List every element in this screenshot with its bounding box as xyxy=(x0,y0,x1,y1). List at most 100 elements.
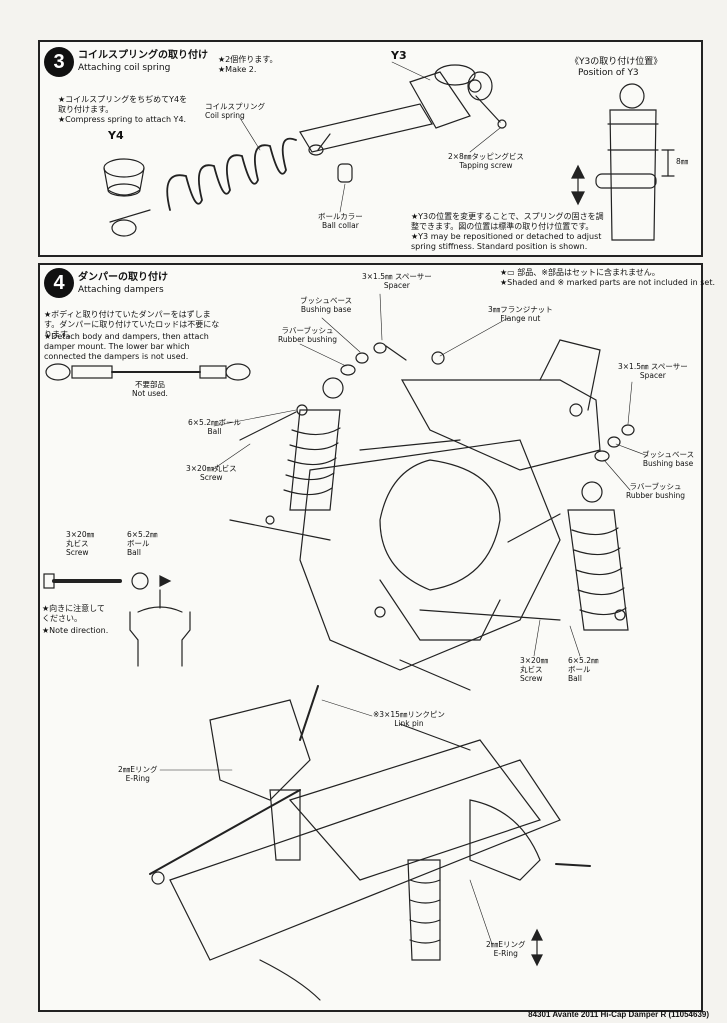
screw-detail-label: 3×20㎜ 丸ビス Screw xyxy=(66,530,94,557)
step3-panel xyxy=(38,40,703,257)
bushing-base-right-en: Bushing base xyxy=(642,459,694,468)
direction-note-jp: ★向きに注意してください。 xyxy=(42,604,105,623)
screw-detail xyxy=(43,572,172,590)
screw-label-left: 3×20㎜丸ビス Screw xyxy=(186,464,237,482)
left-damper xyxy=(239,377,344,511)
spacer-top-jp: 3×1.5㎜ スペーサー xyxy=(362,272,432,281)
ball-bottom-jp2: ボール xyxy=(568,665,591,674)
e-ring-right-jp: 2㎜Eリング xyxy=(486,940,526,949)
e-ring-left-en: E-Ring xyxy=(125,774,150,783)
ball-label-bottom: 6×5.2㎜ ボール Ball xyxy=(568,656,598,683)
tapping-screw-jp: 2×8㎜タッピングビス xyxy=(448,152,524,161)
flange-nut-label: 3㎜フランジナット Flange nut xyxy=(488,305,553,323)
spacer-right-jp: 3×1.5㎜ スペーサー xyxy=(618,362,688,371)
position-title-en: Position of Y3 xyxy=(578,68,639,78)
ball-collar-jp: ボールカラー xyxy=(318,212,363,221)
small-link-part xyxy=(109,209,151,237)
screw-bottom-jp1: 3×20㎜ xyxy=(520,656,549,665)
ball-collar xyxy=(337,163,353,183)
screw-detail-jp1: 3×20㎜ xyxy=(66,530,95,539)
not-used-en: Not used. xyxy=(132,389,168,398)
spacer-chain-top xyxy=(340,342,407,376)
compress-note-en: ★Compress spring to attach Y4. xyxy=(58,115,187,124)
rear-chassis-assembly xyxy=(229,439,626,691)
parts-note-en: ★Shaded and ※ marked parts are not inclu… xyxy=(500,278,716,287)
leader-lines xyxy=(159,61,649,945)
spacer-label-top: 3×1.5㎜ スペーサー Spacer xyxy=(362,272,432,290)
ball-left-en: Ball xyxy=(207,427,222,436)
ball-collar-en: Ball collar xyxy=(321,221,359,230)
tapping-screw xyxy=(475,95,507,129)
e-ring-label-left: 2㎜Eリング E-Ring xyxy=(118,765,158,783)
bushing-base-right-jp: ブッシュベース xyxy=(642,450,695,459)
make-two-en: ★Make 2. xyxy=(218,65,257,74)
damper-mount-bracket xyxy=(400,339,601,471)
not-used-rod xyxy=(45,363,251,381)
detach-note-jp: ★ボディと取り付けていたダンパーをはずします。ダンパーに取り付けていたロッドは不… xyxy=(44,310,220,339)
ball-detail-jp2: ボール xyxy=(127,539,150,548)
rubber-bushing-top-jp: ラバーブッシュ xyxy=(281,326,334,335)
bushing-base-top-jp: ブッシュベース xyxy=(300,296,353,305)
screw-bottom-en: Screw xyxy=(520,674,543,683)
direction-note-en: ★Note direction. xyxy=(42,626,109,635)
spacer-label-right: 3×1.5㎜ スペーサー Spacer xyxy=(618,362,688,380)
e-ring-left-jp: 2㎜Eリング xyxy=(118,765,158,774)
reposition-note-en: ★Y3 may be repositioned or detached to a… xyxy=(411,232,602,251)
step4-number: 4 xyxy=(44,268,74,298)
step3-number: 3 xyxy=(44,47,74,77)
screw-bottom-jp2: 丸ビス xyxy=(520,665,543,674)
coil-spring-jp: コイルスプリング xyxy=(205,102,265,111)
detach-note-en: ★Detach body and dampers, then attach da… xyxy=(44,332,209,361)
screw-detail-en: Screw xyxy=(66,548,89,557)
rubber-bushing-label-top: ラバーブッシュ Rubber bushing xyxy=(278,326,337,344)
footer-part-number: 84301 Avante 2011 Hi-Cap Damper R (11054… xyxy=(528,1010,709,1019)
y3-label: Y3 xyxy=(391,49,407,62)
step4-title-en: Attaching dampers xyxy=(78,285,164,295)
coil-spring-en: Coil spring xyxy=(205,111,245,120)
e-ring-label-right: 2㎜Eリング E-Ring xyxy=(486,940,526,958)
flange-nut-en: Flange nut xyxy=(500,314,541,323)
reposition-note-jp: ★Y3の位置を変更することで、スプリングの固さを調整できます。図の位置は標準の取… xyxy=(411,212,604,231)
ball-bottom-jp1: 6×5.2㎜ xyxy=(568,656,599,665)
ball-bottom-en: Ball xyxy=(568,674,582,683)
ball-left-jp: 6×5.2㎜ボール xyxy=(188,418,241,427)
link-pin-label: ※3×15㎜リンクピン Link pin xyxy=(373,710,445,728)
rubber-bushing-top-en: Rubber bushing xyxy=(278,335,338,344)
link-pin-jp: ※3×15㎜リンクピン xyxy=(373,710,445,719)
flange-nut-jp: 3㎜フランジナット xyxy=(488,305,553,314)
ball-collar-label: ボールカラー Ball collar xyxy=(318,212,363,230)
y3-position-diagram xyxy=(595,83,675,241)
coil-spring-label: コイルスプリング Coil spring xyxy=(205,102,265,120)
bushing-base-label-top: ブッシュベース Bushing base xyxy=(300,296,352,314)
damper-mount-detail xyxy=(129,589,191,667)
ball-label-left: 6×5.2㎜ボール Ball xyxy=(188,418,241,436)
make-two-jp: ★2個作ります。 xyxy=(218,55,278,64)
ball-detail-jp1: 6×5.2㎜ xyxy=(127,530,158,539)
lower-chassis-assembly xyxy=(149,685,591,1001)
coil-spring xyxy=(166,137,297,211)
adjust-arrow-icon xyxy=(571,164,585,206)
damper-body xyxy=(299,64,493,156)
spacer-chain-right xyxy=(594,424,635,462)
dimension-8mm: 8㎜ xyxy=(676,157,689,166)
rubber-bushing-right-jp: ラバーブッシュ xyxy=(629,482,682,491)
step3-title-en: Attaching coil spring xyxy=(78,63,171,73)
tapping-screw-en: Tapping screw xyxy=(459,161,513,170)
parts-note-jp: ★▭ 部品、※部品はセットに含まれません。 xyxy=(500,268,660,277)
step3-title-jp: コイルスプリングの取り付け xyxy=(78,50,208,61)
not-used-jp: 不要部品 xyxy=(134,380,165,389)
spacer-right-en: Spacer xyxy=(639,371,666,380)
compress-note-jp: ★コイルスプリングをちぢめてY4を取り付けます。 xyxy=(58,95,188,114)
tapping-screw-label: 2×8㎜タッピングビス Tapping screw xyxy=(448,152,524,170)
not-used-label: 不要部品 Not used. xyxy=(132,380,168,398)
y4-spring-cup xyxy=(103,158,145,197)
e-ring-right-en: E-Ring xyxy=(493,949,518,958)
ball-detail-en: Ball xyxy=(127,548,141,557)
rubber-bushing-label-right: ラバーブッシュ Rubber bushing xyxy=(626,482,685,500)
link-pin-en: Link pin xyxy=(394,719,424,728)
bushing-base-label-right: ブッシュベース Bushing base xyxy=(642,450,694,468)
step4-title-jp: ダンパーの取り付け xyxy=(78,272,168,283)
ball-detail-label: 6×5.2㎜ ボール Ball xyxy=(127,530,157,557)
spacer-top-en: Spacer xyxy=(383,281,410,290)
